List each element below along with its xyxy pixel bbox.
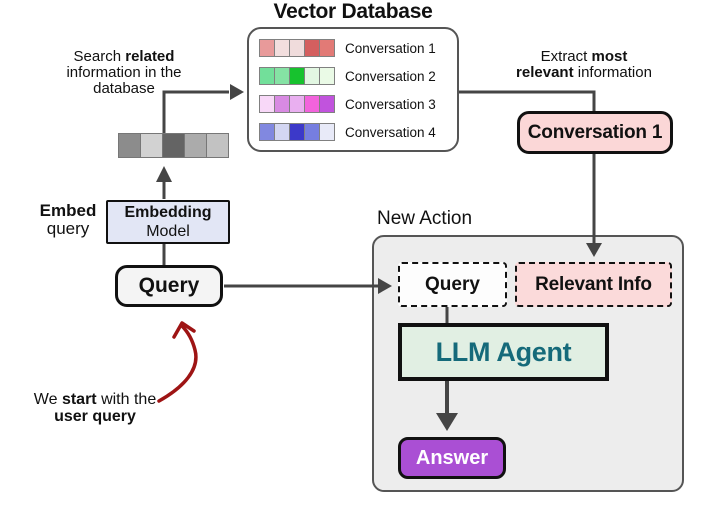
vector-row: Conversation 1 [259, 39, 457, 57]
note-text-bold: relevant [516, 64, 574, 81]
extract-note: Extract most relevant information [504, 49, 664, 81]
query-vector-cell [184, 133, 207, 158]
vector-cell [304, 123, 320, 141]
llm-agent-box: LLM Agent [398, 323, 609, 381]
note-text: query [46, 218, 90, 238]
conversation-1-box: Conversation 1 [517, 111, 673, 154]
note-text: with the [96, 391, 157, 408]
query-vector-cell [162, 133, 185, 158]
conversation-label: Conversation 2 [345, 68, 436, 84]
vector-cell [319, 67, 335, 85]
vector-database-title: Vector Database [273, 0, 433, 23]
conversation-label: Conversation 1 [345, 40, 436, 56]
arrow-vector-to-database [162, 90, 229, 133]
vector-cell [304, 95, 320, 113]
dashed-query-label: Query [425, 273, 480, 295]
query-label: Query [138, 274, 200, 297]
embedding-model-box: Embedding Model [106, 200, 230, 244]
vector-cells [259, 123, 335, 141]
conversation-label: Conversation 4 [345, 124, 436, 140]
query-vector-cell [118, 133, 141, 158]
red-curved-arrow [157, 324, 198, 403]
note-text: Search [73, 48, 126, 65]
dashed-query-box: Query [398, 262, 507, 307]
note-text-bold: user query [54, 408, 136, 425]
search-note: Search related information in the databa… [44, 49, 204, 97]
vector-cell [289, 123, 305, 141]
vector-cell [259, 67, 275, 85]
note-text-bold: Embed [39, 201, 97, 220]
vector-cell [289, 39, 305, 57]
embed-query-note: Embed query [18, 202, 118, 237]
note-text: information [573, 64, 652, 81]
vector-cell [274, 39, 290, 57]
vector-cell [319, 39, 335, 57]
note-text-bold: start [61, 391, 97, 408]
embedding-model-label: Embedding [124, 204, 212, 221]
note-text-bold: most [591, 48, 628, 65]
note-text: database [93, 80, 155, 97]
vector-cell [319, 95, 335, 113]
note-text: information in the [66, 64, 182, 81]
conversation-label: Conversation 3 [345, 96, 436, 112]
vector-cells [259, 39, 335, 57]
vector-cell [259, 39, 275, 57]
note-text: Extract [540, 48, 592, 65]
vector-cells [259, 67, 335, 85]
vector-cells [259, 95, 335, 113]
query-embedding-vector [118, 133, 229, 158]
answer-box: Answer [398, 437, 506, 479]
vector-cell [259, 95, 275, 113]
new-action-label: New Action [377, 208, 473, 229]
red-arrowhead [172, 321, 196, 339]
vector-row: Conversation 3 [259, 95, 457, 113]
arrowhead-into-database [230, 84, 244, 100]
vector-cell [304, 67, 320, 85]
vector-database-box: Conversation 1 Conversation 2 Conversation… [247, 27, 459, 152]
vector-cell [319, 123, 335, 141]
note-text-bold: related [125, 48, 175, 65]
start-note: We start with the user query [15, 391, 175, 425]
query-vector-cell [140, 133, 163, 158]
vector-cell [304, 39, 320, 57]
vector-cell [274, 95, 290, 113]
answer-label: Answer [415, 446, 489, 469]
vector-cell [274, 123, 290, 141]
vector-row: Conversation 2 [259, 67, 457, 85]
embedding-model-sublabel: Model [146, 223, 190, 240]
arrowhead-into-vector [156, 166, 172, 182]
llm-agent-label: LLM Agent [435, 336, 572, 367]
vector-cell [259, 123, 275, 141]
note-text: We [33, 391, 62, 408]
conversation-1-label: Conversation 1 [527, 121, 663, 143]
relevant-info-label: Relevant Info [535, 273, 652, 295]
query-vector-cell [206, 133, 229, 158]
vector-row: Conversation 4 [259, 123, 457, 141]
vector-cell [274, 67, 290, 85]
query-box: Query [115, 265, 223, 307]
relevant-info-box: Relevant Info [515, 262, 672, 307]
vector-cell [289, 95, 305, 113]
vector-cell [289, 67, 305, 85]
